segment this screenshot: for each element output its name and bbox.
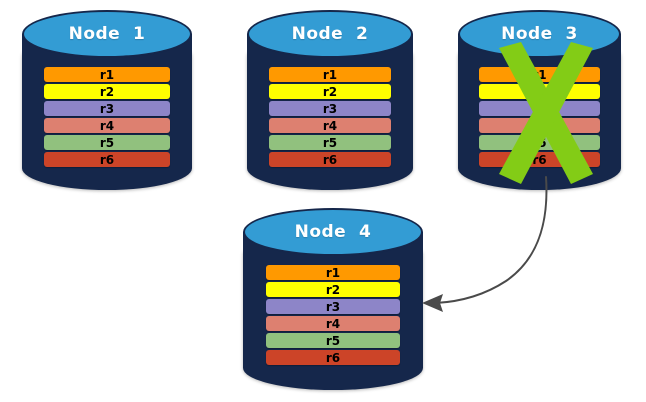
node-3-row-r5: r5 xyxy=(479,135,600,150)
migration-arrow-path xyxy=(435,176,548,304)
node-1-row-r4: r4 xyxy=(44,118,170,133)
node-4-row-r5: r5 xyxy=(266,333,400,348)
node-2-row-r6: r6 xyxy=(268,152,392,167)
node-4-row-r1: r1 xyxy=(266,265,400,280)
node-4[interactable]: Node 4 r1 r2 r3 r4 r5 r6 xyxy=(243,208,423,390)
node-2-row-r1: r1 xyxy=(268,67,392,82)
node-2[interactable]: Node 2 r1 r2 r3 r4 r5 r6 xyxy=(247,10,413,190)
node-1-row-r3: r3 xyxy=(44,101,170,116)
node-3-title: Node 3 xyxy=(501,24,578,44)
node-3-rows: r1 r2 r3 r4 r5 r6 xyxy=(479,67,600,167)
node-2-cylinder-top xyxy=(247,10,413,58)
node-1-cylinder-top xyxy=(22,10,192,58)
node-4-rows: r1 r2 r3 r4 r5 r6 xyxy=(266,265,400,365)
node-4-row-r6: r6 xyxy=(266,350,400,365)
node-2-row-r5: r5 xyxy=(268,135,392,150)
node-4-cylinder-top xyxy=(243,208,423,256)
node-2-row-r3: r3 xyxy=(268,101,392,116)
migration-arrow-head xyxy=(422,294,443,312)
node-3-row-r6: r6 xyxy=(479,152,600,167)
node-2-row-r4: r4 xyxy=(268,118,392,133)
node-1[interactable]: Node 1 r1 r2 r3 r4 r5 r6 xyxy=(22,10,192,190)
curved-arrow-icon xyxy=(422,176,548,312)
node-2-row-r2: r2 xyxy=(268,84,392,99)
node-1-row-r2: r2 xyxy=(44,84,170,99)
node-1-row-r1: r1 xyxy=(44,67,170,82)
node-4-row-r3: r3 xyxy=(266,299,400,314)
node-4-title: Node 4 xyxy=(294,222,372,242)
node-3-row-r3: r3 xyxy=(479,101,600,116)
node-4-row-r2: r2 xyxy=(266,282,400,297)
node-1-title: Node 1 xyxy=(68,24,146,44)
node-3-row-r4: r4 xyxy=(479,118,600,133)
node-1-rows: r1 r2 r3 r4 r5 r6 xyxy=(44,67,170,167)
node-4-row-r4: r4 xyxy=(266,316,400,331)
node-1-row-r5: r5 xyxy=(44,135,170,150)
node-3-row-r2: r2 xyxy=(479,84,600,99)
node-3[interactable]: Node 3 r1 r2 r3 r4 r5 r6 xyxy=(458,10,621,190)
node-2-title: Node 2 xyxy=(291,24,369,44)
node-3-row-r1: r1 xyxy=(479,67,600,82)
node-1-row-r6: r6 xyxy=(44,152,170,167)
node-2-rows: r1 r2 r3 r4 r5 r6 xyxy=(268,67,392,167)
